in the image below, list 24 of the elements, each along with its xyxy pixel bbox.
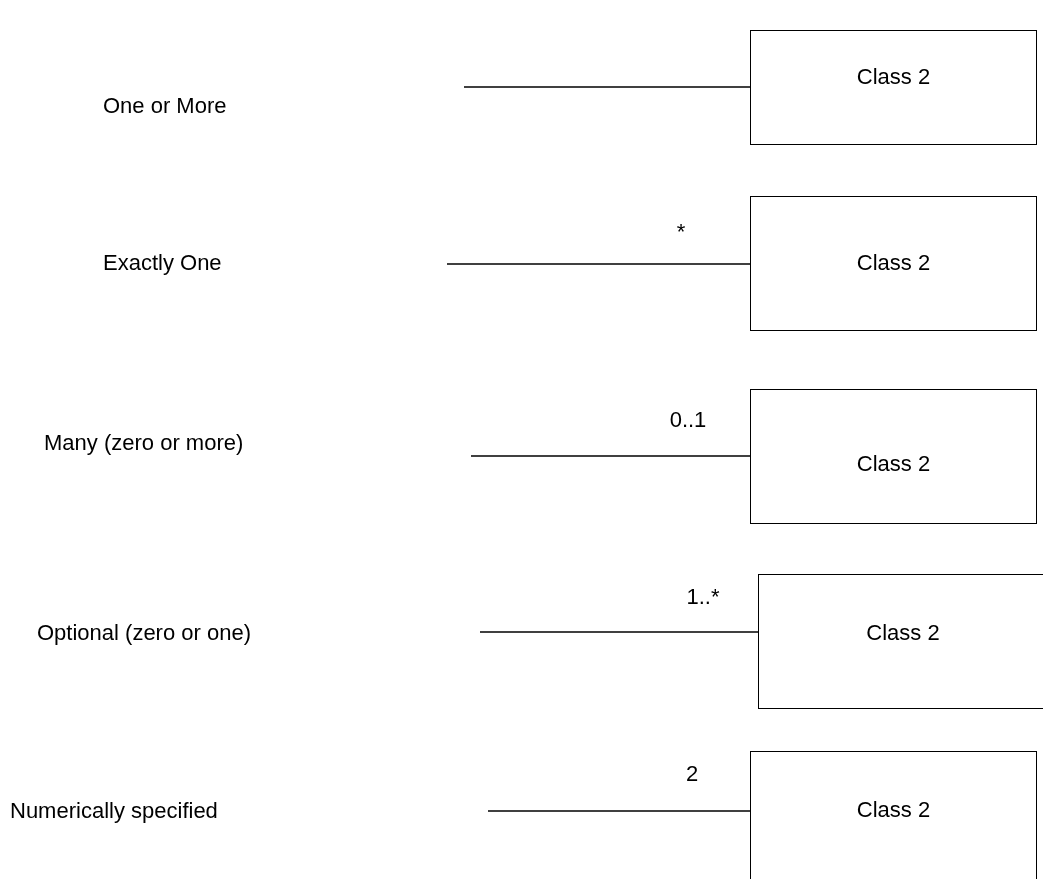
multiplicity-label: 0..1 (669, 409, 707, 431)
multiplicity-label: 1..* (686, 586, 720, 608)
class-box (750, 751, 1037, 879)
multiplicity-label: 2 (685, 763, 699, 785)
multiplicity-caption: Optional (zero or one) (37, 622, 251, 644)
association-line (479, 631, 759, 633)
association-line (470, 455, 751, 457)
multiplicity-caption: Numerically specified (10, 800, 218, 822)
multiplicity-caption: One or More (103, 95, 227, 117)
association-line (463, 86, 751, 88)
class-box (750, 30, 1037, 145)
class-name: Class 2 (855, 66, 932, 88)
multiplicity-caption: Exactly One (103, 252, 222, 274)
multiplicity-caption: Many (zero or more) (44, 432, 244, 454)
class-name: Class 2 (865, 622, 941, 644)
multiplicity-label: * (676, 221, 686, 243)
class-name: Class 2 (855, 252, 932, 274)
association-line (487, 810, 751, 812)
class-name: Class 2 (855, 453, 932, 475)
class-box (750, 196, 1037, 331)
association-line (446, 263, 751, 265)
class-box (758, 574, 1043, 709)
class-box (750, 389, 1037, 524)
class-name: Class 2 (855, 799, 932, 821)
